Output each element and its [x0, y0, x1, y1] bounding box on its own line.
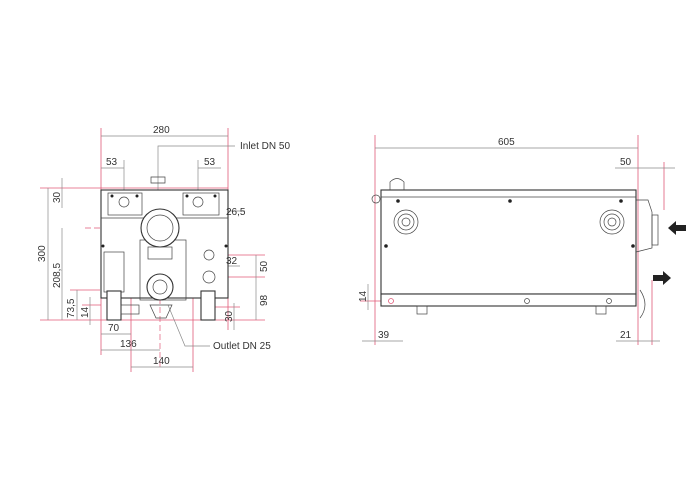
- dim-50-side: 50: [620, 157, 632, 168]
- dim-30-top: 30: [52, 191, 63, 203]
- dim-98: 98: [259, 294, 270, 306]
- fan-vent-icon: [393, 209, 419, 235]
- side-view: 605 50 14 39 21: [358, 135, 686, 345]
- dim-140: 140: [153, 356, 170, 367]
- inlet-label: Inlet DN 50: [240, 141, 290, 152]
- dim-53-left: 53: [106, 157, 118, 168]
- dim-30-bottom: 30: [224, 310, 235, 322]
- dim-21: 21: [620, 330, 632, 341]
- dim-300: 300: [37, 245, 48, 262]
- dim-605: 605: [498, 137, 515, 148]
- dim-280: 280: [153, 125, 170, 136]
- dim-50: 50: [259, 260, 270, 272]
- inlet-arrow-icon: [668, 221, 686, 235]
- dim-208-5: 208,5: [52, 263, 63, 288]
- dim-70: 70: [108, 323, 120, 334]
- dim-14-side: 14: [358, 290, 369, 302]
- dim-136: 136: [120, 339, 137, 350]
- front-view: 280 53 53 Inlet DN 50 30 300 208,5 73,5 …: [37, 125, 290, 372]
- outlet-arrow-icon: [653, 271, 671, 285]
- dim-26-5: 26,5: [226, 207, 246, 218]
- dim-32: 32: [226, 256, 238, 267]
- dim-73-5: 73,5: [66, 298, 77, 318]
- dim-14: 14: [80, 306, 91, 318]
- fan-vent-icon: [599, 209, 625, 235]
- outlet-label: Outlet DN 25: [213, 341, 271, 352]
- dim-39: 39: [378, 330, 390, 341]
- dim-53-right: 53: [204, 157, 216, 168]
